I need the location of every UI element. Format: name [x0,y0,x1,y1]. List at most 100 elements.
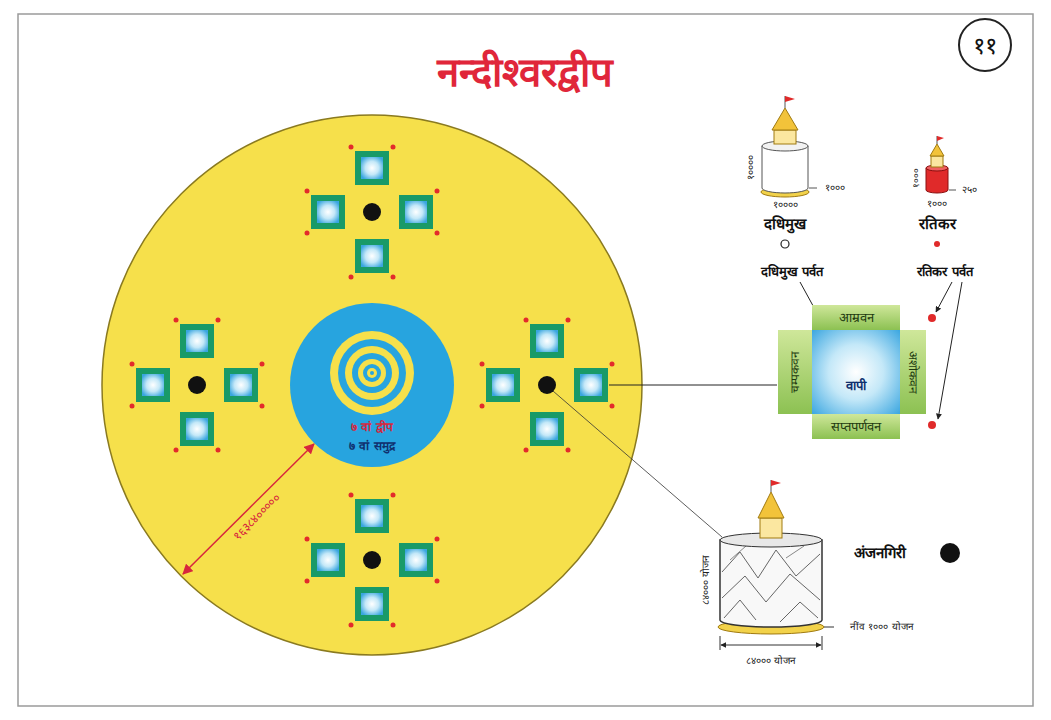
island-ring [367,368,377,378]
ratikar-dot [566,448,571,453]
dadhimukh-figure [785,96,795,102]
garden-label: अशोकवन [906,351,920,394]
vapi-frame [311,543,345,577]
vapi-frame [399,195,433,229]
vapi-frame [136,368,170,402]
ratikar-dot [566,318,571,323]
ring-band: ७ वां द्वीप ७ वां समुद्र [290,303,454,467]
dimension-label: ८४००० योजन [746,655,796,667]
pool-label: वापी [846,378,866,394]
ratikar-dot [305,189,310,194]
anjan-dot [363,203,381,221]
vapi-frame [530,324,564,358]
ratikar-dot [349,145,354,150]
garden-strip: अशोकवन [900,330,926,414]
island-disc [102,115,642,655]
dadhimukh-figure [781,240,789,248]
vapi-pool [361,245,383,267]
ratikar-dot [130,404,135,409]
garden-label: सप्तपर्णवन [831,419,881,435]
ratikar-dot [130,362,135,367]
vapi-frame [180,412,214,446]
vapi-frame [355,587,389,621]
island-ring [358,359,386,387]
ratikar-dot [391,275,396,280]
dimension-label: नींव १००० योजन [850,621,913,633]
zoom-leader [553,391,722,537]
vapi-frame [224,368,258,402]
vapi-pool [186,418,208,440]
vapi-pool [230,374,252,396]
anjangiri-figure [722,574,820,602]
ratikar-dot [349,275,354,280]
dadhimukh-figure [761,96,817,248]
ratikar-figure [931,156,943,167]
garden-label: आम्रवन [839,310,874,326]
vapi-pool [317,549,339,571]
width-dimension [183,444,314,574]
ratikar-dot [391,623,396,628]
vapi-pool [492,374,514,396]
garden-strip: चम्पकवन [778,330,812,414]
vapi-pool [361,593,383,615]
ratikar-figure [937,136,944,141]
ratikar-dot [610,362,615,367]
anjangiri-figure [760,518,782,538]
vapi-pool [361,157,383,179]
anjangiri-figure [724,600,818,622]
island-ring [345,346,399,400]
vapi-frame [355,151,389,185]
vapi-pool [536,418,558,440]
band-label: ७ वां द्वीप [351,420,392,434]
dadhimukh-figure [772,108,798,130]
ratikar-dot [928,421,936,429]
ratikar-dot [435,231,440,236]
vapi-cluster [130,145,615,628]
ratikar-figure [930,144,944,156]
anjangiri-figure [824,627,834,628]
ratikar-dot [216,318,221,323]
ratikar-dot [349,493,354,498]
vapi-frame [574,368,608,402]
anjangiri-figure [940,543,960,563]
ratikar-dot [305,537,310,542]
ratikar-dot [435,189,440,194]
ratikar-dot [174,318,179,323]
sea-ring [370,371,374,375]
anjangiri-figure [720,540,822,627]
garden-strip: सप्तपर्णवन [812,414,900,439]
dimension-label: १००० [911,168,922,188]
ratikar-dot [391,493,396,498]
vapi-pool [536,330,558,352]
island-ring [330,331,414,415]
ratikar-dot [305,579,310,584]
vapi-frame [486,368,520,402]
ratikar-dot [260,362,265,367]
garden-label: चम्पकवन [788,351,802,393]
vapi-pool [142,374,164,396]
ratikar-dot [610,404,615,409]
anjangiri-figure [771,480,781,486]
anjangiri-figure [758,492,784,518]
callout-line [936,282,952,312]
dimension-label: १०००० [745,155,757,180]
vapi-pool [186,330,208,352]
figure-name: अंजनगिरी [854,544,906,562]
vapi-frame [180,324,214,358]
band-label: ७ वां समुद्र [349,439,394,453]
anjangiri-figure [730,546,804,560]
anjangiri-figure [721,645,821,646]
page-number-badge [959,19,1011,71]
callout-label: दधिमुख पर्वत [761,264,824,280]
vapi-frame [399,543,433,577]
anjangiri-figure [718,480,960,650]
callout-label: रतिकर पर्वत [917,264,973,280]
ratikar-dot [174,448,179,453]
ratikar-dot [480,404,485,409]
dimension-label: १६३८४००००० [231,491,284,544]
sea-ring [338,339,406,407]
dadhimukh-figure [774,130,796,144]
vapi-frame [355,239,389,273]
dadhimukh-figure [762,146,808,193]
dadhimukh-figure [809,188,817,189]
